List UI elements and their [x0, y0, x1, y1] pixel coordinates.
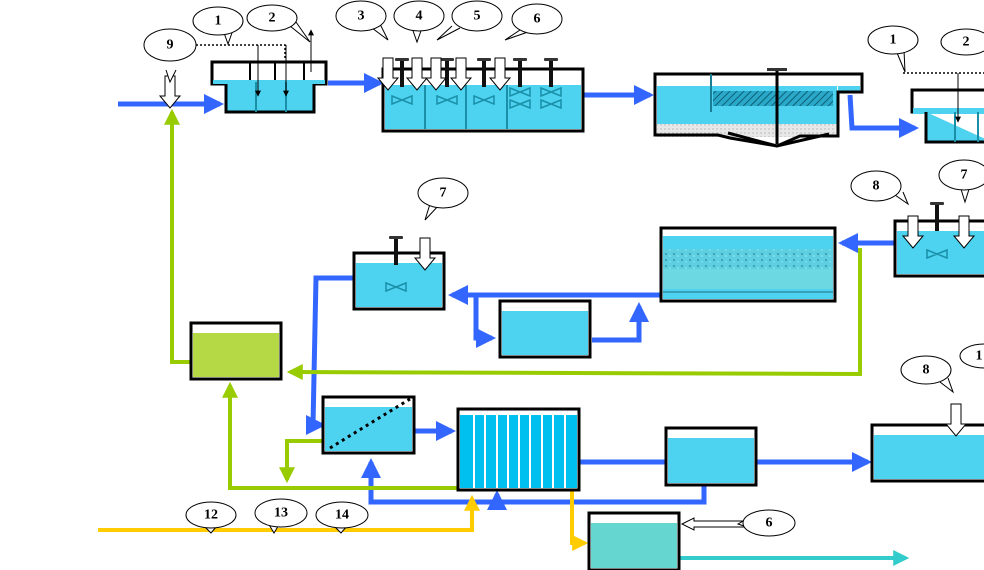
callout-7-mid: 7	[417, 177, 469, 221]
concentrate-tank[interactable]	[587, 511, 681, 570]
callout-9: 9	[143, 28, 197, 84]
callout-6-top-label: 6	[534, 12, 541, 27]
clarifier-to-right-mixer-pipe	[847, 94, 919, 138]
backwash-tank[interactable]	[498, 299, 592, 359]
callout-2-top: 2	[246, 4, 311, 43]
callout-1-top: 1	[192, 6, 244, 46]
filter-to-backwash-tank-pipe	[473, 295, 496, 348]
callout-3: 3	[335, 0, 389, 41]
callout-13: 13	[254, 498, 308, 534]
callout-12-label: 12	[204, 508, 218, 523]
dosing-arrow-6-bottom	[680, 517, 746, 531]
membrane-sludge-line	[222, 381, 458, 490]
mixing-tank-mid[interactable]	[352, 236, 446, 311]
callout-11-bottom-label: 1	[976, 349, 983, 364]
callout-7-mid-label: 7	[440, 186, 447, 201]
callout-7-right: 7	[938, 159, 984, 204]
callout-6-bottom: 6	[736, 509, 796, 537]
callout-1-right-label: 1	[890, 33, 897, 48]
filter-bed[interactable]	[659, 226, 837, 303]
callout-4: 4	[393, 0, 445, 44]
inlet-mixer-unit[interactable]	[210, 60, 328, 114]
inlet-mixer-feed-lines	[196, 29, 314, 97]
secondary-mixer-unit[interactable]	[910, 88, 984, 144]
lamella-sludge-line	[279, 439, 324, 484]
callout-8-bottom: 8	[900, 355, 955, 394]
backwash-return-pipe	[592, 302, 649, 343]
membrane-concentrate-line	[570, 490, 589, 551]
callout-12: 12	[185, 501, 237, 534]
callout-1-right: 1	[867, 25, 919, 73]
sludge-recycle-to-inlet-line	[164, 108, 192, 364]
chemical-feed-line	[98, 494, 480, 532]
callout-2-top-label: 2	[269, 11, 276, 26]
callout-5: 5	[436, 0, 503, 41]
lamella-separator[interactable]	[321, 395, 416, 455]
filter-sludge-line	[286, 248, 862, 381]
clarifier-tank[interactable]	[650, 68, 864, 148]
membrane-modules	[473, 415, 566, 488]
callout-2-right: 2	[940, 28, 984, 56]
callout-8-right: 8	[850, 170, 910, 206]
storage-tank[interactable]	[870, 423, 984, 483]
membrane-unit[interactable]	[456, 407, 581, 492]
callout-13-label: 13	[274, 506, 288, 521]
clear-water-tank[interactable]	[664, 426, 758, 487]
callout-14-label: 14	[335, 508, 349, 523]
reaction-tank-to-lamella-pipe	[306, 275, 354, 435]
callout-11-bottom: 1	[959, 343, 984, 369]
secondary-mixer-feed-lines	[903, 72, 984, 123]
callout-7-right-label: 7	[961, 168, 968, 183]
callout-6-bottom-label: 6	[766, 516, 773, 531]
callout-5-label: 5	[474, 9, 481, 24]
callout-8-right-label: 8	[873, 179, 880, 194]
callout-4-label: 4	[416, 9, 423, 24]
callout-8-bottom-label: 8	[923, 363, 930, 378]
callout-9-label: 9	[167, 38, 174, 53]
clear-tank-recycle-pipe	[361, 458, 707, 510]
callout-1-top-label: 1	[215, 14, 222, 29]
callout-14: 14	[315, 501, 369, 534]
callout-2-right-label: 2	[963, 35, 970, 50]
sludge-tank[interactable]	[189, 321, 283, 381]
callout-3-label: 3	[358, 9, 365, 24]
callout-6-top: 6	[504, 3, 563, 41]
